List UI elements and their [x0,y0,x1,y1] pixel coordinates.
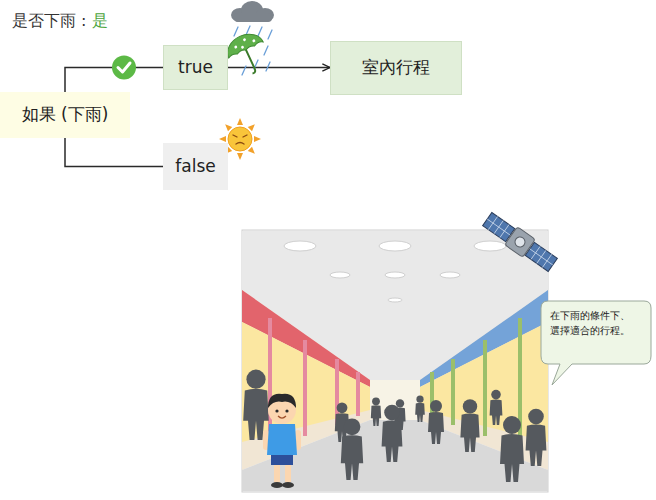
label-row: 是否下雨 : 是 [12,11,108,32]
flow-arrow [228,67,330,69]
umbrella-icon [222,28,273,80]
answer-label: 是 [92,11,108,32]
node-text: true [178,57,213,78]
true-branch-box: true [163,45,228,90]
node-text: false [175,156,215,177]
false-branch-box: false [163,143,228,190]
node-text: 如果 (下雨) [22,104,109,125]
rain-cloud-icon [231,1,274,22]
branch-line [65,68,163,93]
check-icon [112,56,136,80]
shopper-silhouettes [243,370,546,482]
boy-figure [263,394,301,488]
condition-box: 如果 (下雨) [0,92,130,138]
branch-line [65,138,163,167]
rain-lines [234,26,272,75]
node-text: 室內行程 [362,57,430,78]
node-text: 在下雨的條件下、 選擇適合的行程。 [550,309,642,338]
speech-bubble: 在下雨的條件下、 選擇適合的行程。 [540,300,652,386]
satellite-icon [481,210,559,274]
action-box: 室內行程 [330,41,462,95]
mall-illustration [242,230,548,492]
question-label: 是否下雨 : [12,11,86,32]
